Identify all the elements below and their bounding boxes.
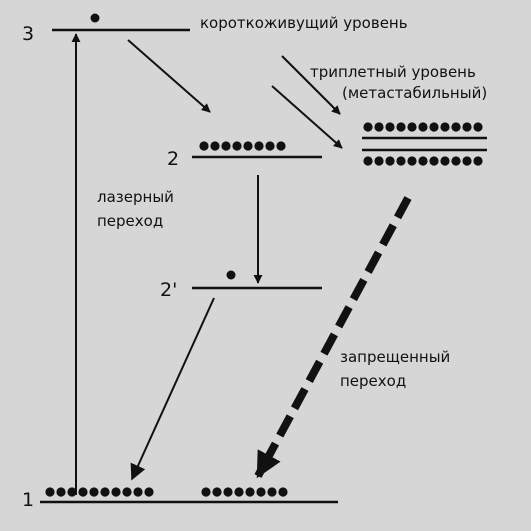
population-dot: [363, 122, 373, 132]
population-dot: [111, 487, 121, 497]
population-dot: [256, 487, 266, 497]
population-dot: [100, 487, 110, 497]
population-dot: [45, 487, 55, 497]
relaxation-3-to-triplet-arrow-2: [271, 85, 343, 149]
level-2-population: [199, 141, 286, 151]
population-dot: [473, 122, 483, 132]
laser-transition-label-2: переход: [97, 212, 163, 230]
population-dot: [67, 487, 77, 497]
population-dot: [462, 122, 472, 132]
population-dot: [418, 156, 428, 166]
population-dot: [440, 122, 450, 132]
population-dot: [210, 141, 220, 151]
level-1-population-right: [201, 487, 288, 497]
population-dot: [385, 122, 395, 132]
population-dot: [451, 156, 461, 166]
population-dot: [363, 156, 373, 166]
level-2p-label: 2': [160, 279, 177, 301]
population-dot: [199, 141, 209, 151]
triplet-level-label: триплетный уровень: [310, 63, 476, 81]
population-dot: [78, 487, 88, 497]
relaxation-3-to-2-arrow: [127, 39, 211, 113]
population-dot: [223, 487, 233, 497]
population-dot: [234, 487, 244, 497]
population-dot: [451, 122, 461, 132]
population-dot: [243, 141, 253, 151]
population-dot: [429, 122, 439, 132]
population-dot: [473, 156, 483, 166]
forbidden-transition-arrow: [254, 196, 412, 479]
level-2p-electron: [226, 270, 236, 280]
population-dot: [374, 156, 384, 166]
population-dot: [374, 122, 384, 132]
population-dot: [265, 141, 275, 151]
population-dot: [407, 156, 417, 166]
level-2-label: 2: [167, 148, 179, 170]
population-dot: [385, 156, 395, 166]
population-dot: [267, 487, 277, 497]
population-dot: [56, 487, 66, 497]
population-dot: [278, 487, 288, 497]
population-dot: [407, 122, 417, 132]
population-dot: [276, 141, 286, 151]
population-dot: [133, 487, 143, 497]
population-dot: [429, 156, 439, 166]
population-dot: [440, 156, 450, 166]
level-1-label: 1: [22, 489, 34, 511]
population-dot: [462, 156, 472, 166]
population-dot: [89, 487, 99, 497]
population-dot: [254, 141, 264, 151]
population-dot: [212, 487, 222, 497]
triplet-population-top: [363, 122, 483, 132]
population-dot: [201, 487, 211, 497]
population-dot: [221, 141, 231, 151]
level-3-label: 3: [22, 23, 34, 45]
triplet-population-bottom: [363, 156, 483, 166]
population-dot: [122, 487, 132, 497]
level-1-population-left: [45, 487, 154, 497]
population-dot: [144, 487, 154, 497]
population-dot: [396, 122, 406, 132]
level-3-electron: [90, 13, 100, 23]
laser-transition-arrow: [130, 297, 215, 481]
population-dot: [418, 122, 428, 132]
laser-transition-label-1: лазерный: [97, 188, 174, 206]
forbidden-transition-label-1: запрещенный: [340, 348, 450, 366]
population-dot: [232, 141, 242, 151]
short-lived-level-label: короткоживущий уровень: [200, 14, 408, 32]
forbidden-transition-label-2: переход: [340, 372, 406, 390]
relaxation-3-to-triplet-arrow-1: [281, 55, 341, 115]
population-dot: [245, 487, 255, 497]
population-dot: [396, 156, 406, 166]
metastable-label: (метастабильный): [342, 84, 487, 102]
